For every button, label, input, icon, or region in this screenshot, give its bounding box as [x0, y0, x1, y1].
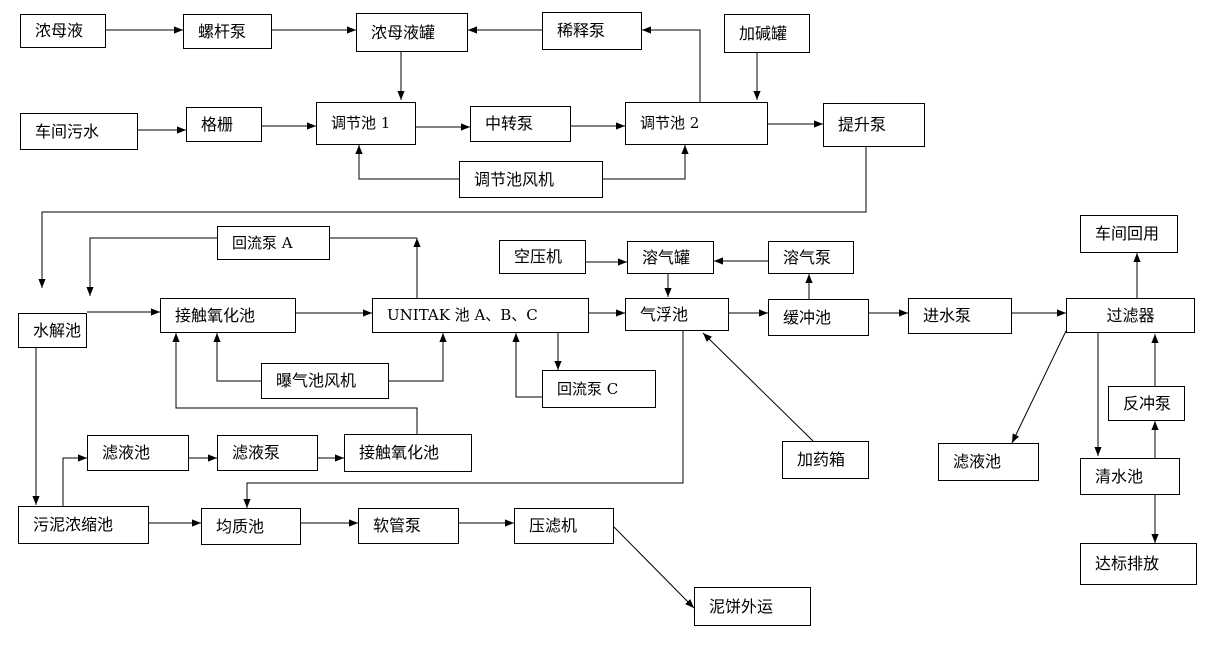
- node-return-pump-a: 回流泵 A: [217, 226, 330, 260]
- node-sludge-thickener: 污泥浓缩池: [18, 506, 149, 544]
- arrow-contact-oxidation2-to-contact-oxidation1: [172, 333, 418, 434]
- node-workshop-reuse: 车间回用: [1080, 215, 1178, 253]
- node-return-pump-c: 回流泵 C: [542, 370, 656, 408]
- node-contact-oxidation-tank: 接触氧化池: [160, 298, 296, 333]
- node-dissolved-air-tank: 溶气罐: [627, 241, 714, 274]
- node-backwash-pump: 反冲泵: [1108, 386, 1185, 421]
- arrow-dosing-to-flotation: [702, 332, 814, 442]
- arrow-return-pump-a-to-hydrolysis: [86, 237, 217, 296]
- node-hydrolysis-tank: 水解池: [18, 313, 87, 348]
- arrow-tank2-to-dilution-pump: [642, 26, 701, 102]
- node-screw-pump: 螺杆泵: [183, 14, 272, 49]
- node-clean-water-tank: 清水池: [1080, 458, 1180, 495]
- arrow-lift-pump-to-hydrolysis: [38, 147, 867, 288]
- node-unitak-tank: UNITAK 池 A、B、C: [372, 298, 589, 333]
- arrow-filter-press-to-cake: [613, 526, 695, 609]
- node-regulating-blower: 调节池风机: [459, 161, 603, 198]
- node-filtrate-tank-right: 滤液池: [938, 443, 1039, 481]
- node-air-compressor: 空压机: [499, 240, 586, 274]
- node-flotation-tank: 气浮池: [625, 298, 729, 331]
- node-concentrate: 浓母液: [20, 14, 106, 48]
- arrow-return-pump-c-to-unitak: [512, 333, 542, 398]
- node-concentrate-tank: 浓母液罐: [356, 13, 468, 52]
- node-hose-pump: 软管泵: [358, 508, 459, 544]
- node-dilution-pump: 稀释泵: [542, 12, 642, 50]
- node-workshop-wastewater: 车间污水: [20, 113, 138, 150]
- node-filter-press: 压滤机: [514, 508, 614, 544]
- node-compliant-discharge: 达标排放: [1080, 543, 1197, 585]
- node-contact-oxidation-tank-2: 接触氧化池: [344, 434, 472, 472]
- node-alkali-tank: 加碱罐: [724, 14, 810, 53]
- node-transfer-pump: 中转泵: [470, 106, 571, 142]
- node-grid: 格栅: [186, 107, 262, 142]
- node-filtrate-tank-left: 滤液池: [87, 435, 189, 471]
- node-aeration-blower: 曝气池风机: [261, 363, 389, 399]
- arrow-aeration-blower-to-unitak: [389, 333, 447, 382]
- arrow-aeration-blower-to-contact-oxidation: [213, 333, 261, 382]
- node-inlet-pump: 进水泵: [908, 298, 1012, 334]
- node-dosing-box: 加药箱: [782, 441, 869, 479]
- node-filtrate-pump: 滤液泵: [217, 435, 318, 471]
- node-sludge-cake-transport: 泥饼外运: [694, 587, 811, 626]
- arrow-blower-to-tank2: [603, 145, 689, 180]
- arrow-blower-to-tank1: [355, 145, 459, 180]
- arrow-thickener-to-filtrate-tank: [62, 454, 87, 506]
- node-filter: 过滤器: [1066, 298, 1195, 333]
- node-regulating-tank-2: 调节池 2: [625, 102, 768, 145]
- node-lift-pump: 提升泵: [823, 103, 925, 147]
- node-buffer-tank: 缓冲池: [768, 299, 869, 336]
- node-regulating-tank-1: 调节池 1: [316, 102, 416, 145]
- arrow-filter-to-filtrate-tank: [1011, 330, 1067, 444]
- node-dissolved-air-pump: 溶气泵: [768, 241, 854, 274]
- arrow-flotation-to-homogenization: [243, 331, 684, 508]
- node-homogenization-tank: 均质池: [201, 508, 301, 545]
